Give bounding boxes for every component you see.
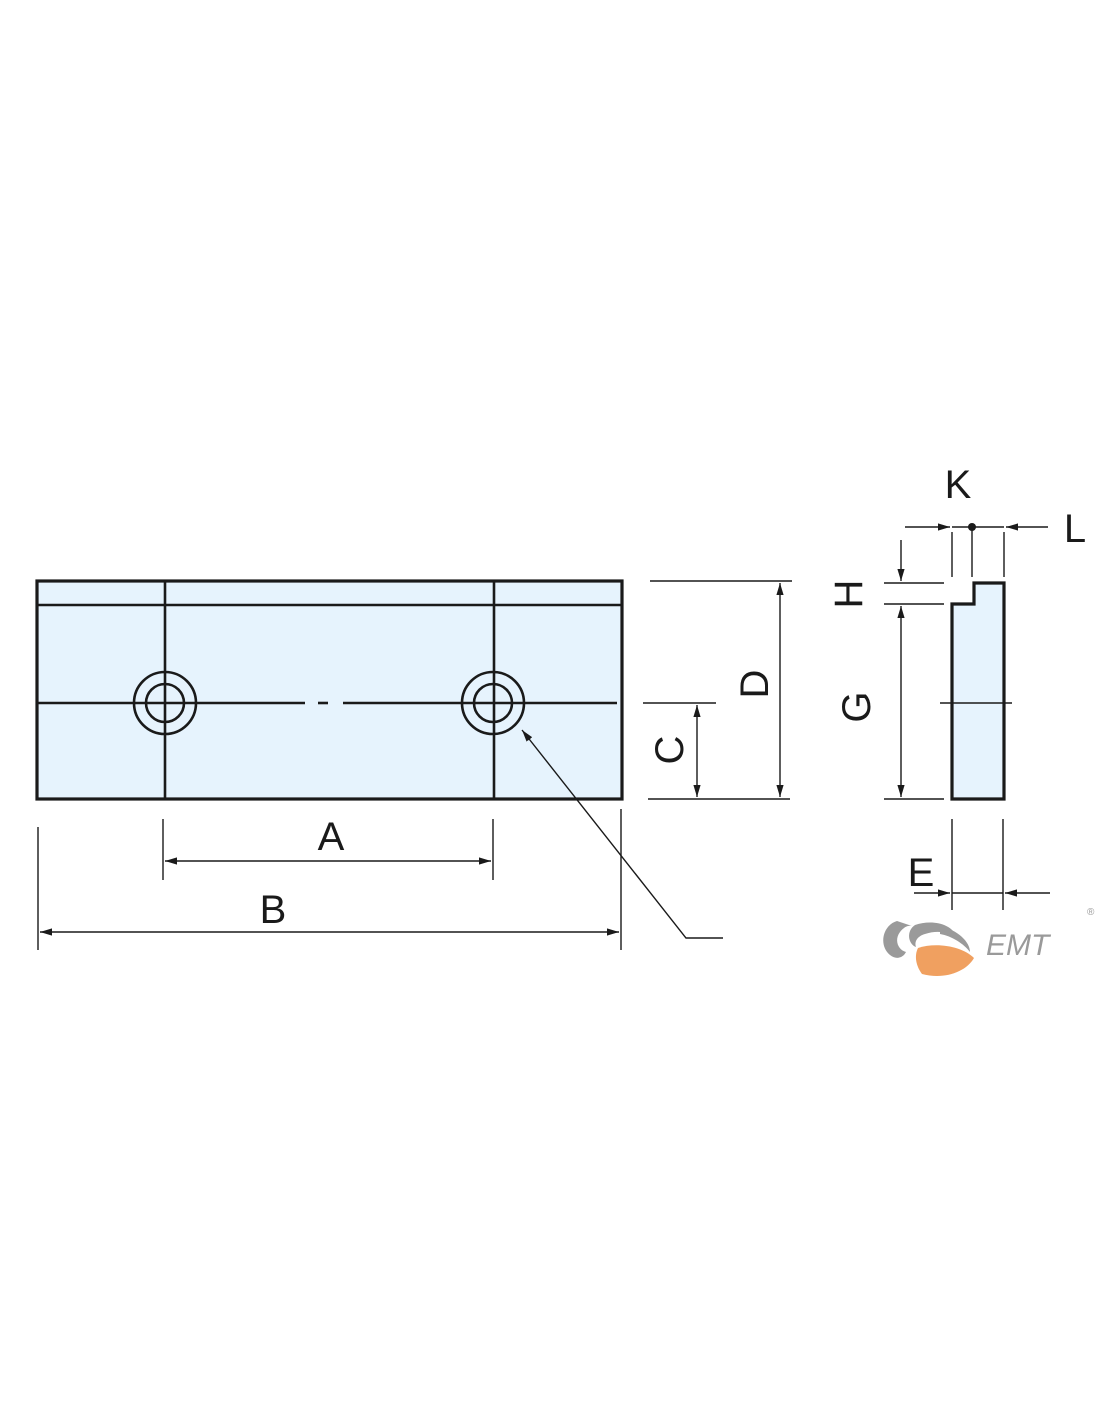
front-view xyxy=(35,579,624,801)
label-g: G xyxy=(835,691,879,722)
dimension-k-l: K L xyxy=(905,463,1086,577)
left-countersunk-hole xyxy=(132,670,198,736)
emt-logo-mark xyxy=(883,921,974,977)
dimension-a: A xyxy=(162,815,494,880)
right-countersunk-hole xyxy=(460,670,526,736)
dimension-e: E xyxy=(908,819,1050,910)
dimension-g: G xyxy=(835,603,944,800)
dimension-h: H xyxy=(827,540,944,608)
dimension-d: D xyxy=(650,580,792,797)
emt-logo: EMT ® xyxy=(883,907,1095,977)
label-l: L xyxy=(1064,507,1086,551)
dimension-c: C xyxy=(643,702,790,800)
label-b: B xyxy=(260,888,287,932)
label-h: H xyxy=(827,580,871,609)
side-view xyxy=(940,581,1012,801)
dimension-b: B xyxy=(37,809,622,950)
label-a: A xyxy=(318,815,345,859)
label-c: C xyxy=(648,736,692,765)
emt-logo-text: EMT xyxy=(986,929,1052,962)
side-view-body xyxy=(950,581,1006,801)
label-e: E xyxy=(908,851,935,895)
label-d: D xyxy=(733,670,777,699)
hole-leader-line xyxy=(521,729,723,939)
label-k: K xyxy=(945,463,972,507)
front-view-body xyxy=(35,579,624,801)
emt-logo-registered: ® xyxy=(1087,907,1095,918)
k-reference-dot xyxy=(968,523,976,531)
